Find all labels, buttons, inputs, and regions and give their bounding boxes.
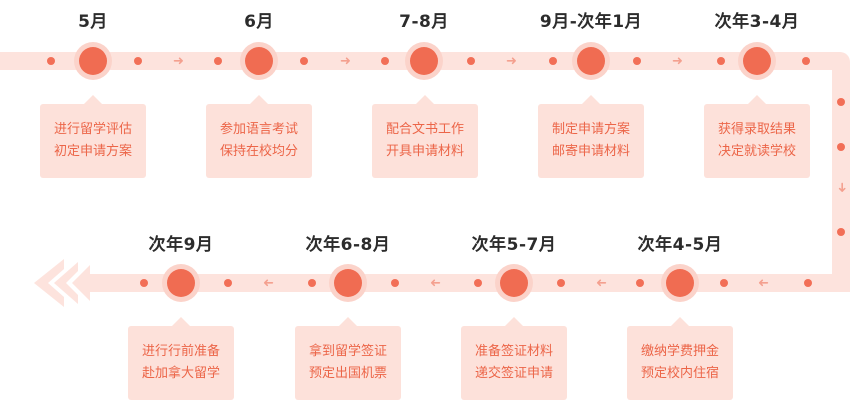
track-dot (837, 143, 845, 151)
track-dot (837, 228, 845, 236)
track-dot (134, 57, 142, 65)
bottom-track (60, 274, 850, 292)
step-box: 进行行前准备 赴加拿大留学 (128, 317, 234, 400)
arrow-right-icon: ➜ (173, 54, 184, 69)
step-node (410, 47, 438, 75)
step-node (334, 269, 362, 297)
track-dot (140, 279, 148, 287)
track-dot (717, 57, 725, 65)
arrow-left-icon: ➜ (430, 276, 441, 291)
step-line1: 参加语言考试 (219, 122, 298, 137)
step-box: 制定申请方案 邮寄申请材料 (538, 95, 644, 178)
track-dot (636, 279, 644, 287)
step-line2: 赴加拿大留学 (141, 366, 220, 381)
step-node (167, 269, 195, 297)
arrow-left-icon: ➜ (263, 276, 274, 291)
track-dot (804, 279, 812, 287)
track-dot (474, 279, 482, 287)
step-line1: 进行留学评估 (53, 122, 132, 137)
step-period: 9月-次年1月 (539, 12, 643, 32)
step-period: 5月 (78, 12, 108, 32)
step-box: 配合文书工作 开具申请材料 (372, 95, 478, 178)
arrow-down-icon: ➜ (833, 182, 849, 193)
track-dot (214, 57, 222, 65)
track-dot (549, 57, 557, 65)
right-connector (832, 52, 850, 292)
step-period: 次年4-5月 (637, 235, 723, 255)
step-line1: 准备签证材料 (474, 344, 553, 359)
track-dot (47, 57, 55, 65)
track-dot (308, 279, 316, 287)
step-line1: 配合文书工作 (385, 122, 464, 137)
step-line2: 预定出国机票 (308, 366, 387, 381)
track-dot (557, 279, 565, 287)
step-node (743, 47, 771, 75)
step-node (79, 47, 107, 75)
step-period: 7-8月 (399, 12, 449, 32)
step-line1: 进行行前准备 (141, 344, 220, 359)
step-line1: 缴纳学费押金 (640, 344, 719, 359)
track-dot (837, 98, 845, 106)
step-period: 次年6-8月 (305, 235, 391, 255)
step-box: 拿到留学签证 预定出国机票 (295, 317, 401, 400)
step-line2: 预定校内住宿 (640, 366, 719, 381)
step-box: 准备签证材料 递交签证申请 (461, 317, 567, 400)
step-box: 缴纳学费押金 预定校内住宿 (627, 317, 733, 400)
arrow-left-icon: ➜ (596, 276, 607, 291)
track-dot (467, 57, 475, 65)
step-line2: 递交签证申请 (474, 366, 553, 381)
step-node (500, 269, 528, 297)
track-dot (224, 279, 232, 287)
arrow-right-icon: ➜ (340, 54, 351, 69)
step-line1: 拿到留学签证 (308, 344, 387, 359)
arrow-right-icon: ➜ (672, 54, 683, 69)
arrow-right-icon: ➜ (506, 54, 517, 69)
step-box: 进行留学评估 初定申请方案 (40, 95, 146, 178)
step-node (245, 47, 273, 75)
step-line1: 获得录取结果 (717, 122, 796, 137)
step-node (666, 269, 694, 297)
step-period: 次年5-7月 (471, 235, 557, 255)
step-box: 参加语言考试 保持在校均分 (206, 95, 312, 178)
track-dot (802, 57, 810, 65)
step-period: 6月 (244, 12, 274, 32)
step-period: 次年9月 (148, 235, 214, 255)
track-dot (391, 279, 399, 287)
track-dot (633, 57, 641, 65)
step-box: 获得录取结果 决定就读学校 (704, 95, 810, 178)
track-dot (720, 279, 728, 287)
step-line2: 初定申请方案 (53, 144, 132, 159)
step-line2: 开具申请材料 (385, 144, 464, 159)
step-node (577, 47, 605, 75)
arrow-left-icon: ➜ (758, 276, 769, 291)
track-dot (381, 57, 389, 65)
step-period: 次年3-4月 (714, 12, 800, 32)
step-line1: 制定申请方案 (551, 122, 630, 137)
track-dot (300, 57, 308, 65)
step-line2: 邮寄申请材料 (551, 144, 630, 159)
step-line2: 决定就读学校 (717, 144, 796, 159)
step-line2: 保持在校均分 (219, 144, 298, 159)
